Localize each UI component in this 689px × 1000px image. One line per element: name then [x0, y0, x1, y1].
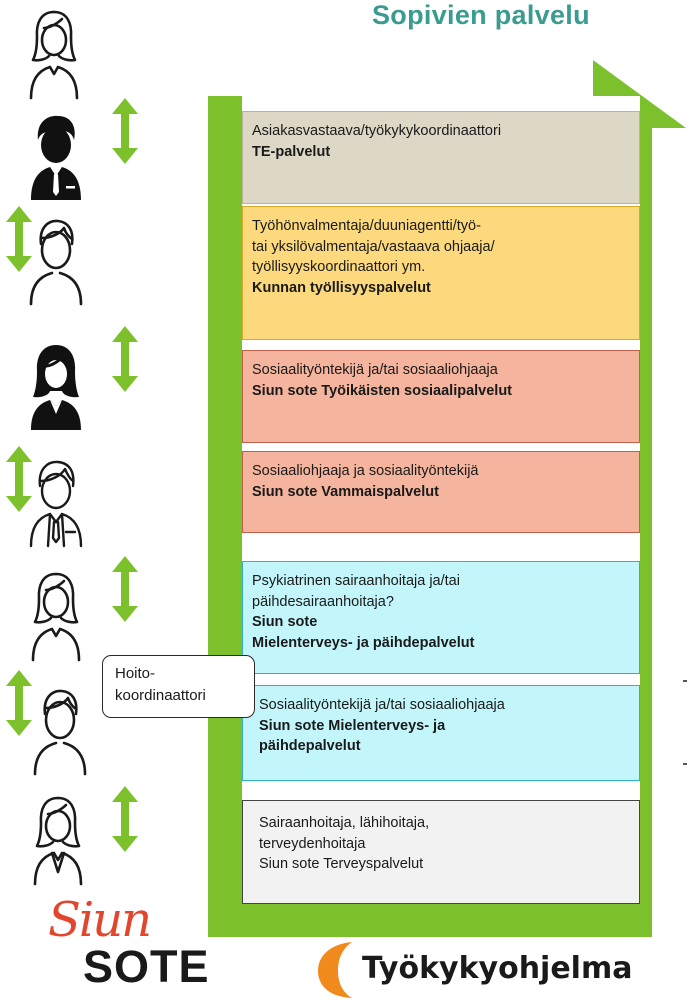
box-heading: päihdepalvelut — [259, 738, 361, 754]
woman-icon — [31, 572, 81, 662]
box-heading: TE-palvelut — [252, 143, 331, 160]
box-heading: Kunnan työllisyyspalvelut — [252, 279, 431, 296]
box-heading: Siun sote Mielenterveys- ja — [259, 717, 446, 734]
man-icon — [33, 689, 87, 776]
box-text: Työhönvalmentaja/duuniagentti/työ- — [252, 218, 481, 234]
box-text: Siun sote Terveyspalvelut — [259, 856, 424, 872]
box-text: päihdesairaanhoitaja? — [252, 593, 394, 610]
siun-logo: Siun — [48, 892, 152, 948]
edge-mark — [683, 763, 687, 765]
box-heading: Siun sote — [252, 614, 318, 630]
two-way-arrow-icon — [6, 206, 32, 272]
tyokykyohjelma-logo-mark — [318, 942, 352, 998]
sote-logo: SOTE — [83, 941, 210, 992]
two-way-arrow-icon — [6, 446, 32, 512]
box-text: Psykiatrinen sairaanhoitaja ja/tai — [252, 573, 460, 589]
edge-mark — [683, 680, 687, 682]
box-text: Asiakasvastaava/työkykykoordinaattori — [252, 123, 502, 139]
callout-text: koordinaattori — [115, 687, 206, 704]
woman-icon — [29, 10, 79, 100]
service-box-mielenterveys: Sosiaalityöntekijä ja/tai sosiaaliohjaaj… — [242, 685, 640, 781]
two-way-arrow-icon — [112, 326, 138, 392]
service-box-kunta: Työhönvalmentaja/duuniagentti/työ- tai y… — [242, 206, 640, 340]
box-heading: Siun sote Vammaispalvelut — [252, 483, 439, 500]
man-in-suit-icon — [29, 460, 83, 548]
two-way-arrow-icon — [112, 98, 138, 164]
hoitokoordinaattori-callout: Hoito- koordinaattori — [102, 655, 255, 718]
man-icon — [29, 219, 83, 306]
service-box-sosiaali: Sosiaalityöntekijä ja/tai sosiaaliohjaaj… — [242, 350, 640, 443]
service-box-te: Asiakasvastaava/työkykykoordinaattori TE… — [242, 111, 640, 204]
box-text: Sosiaaliohjaaja ja sosiaalityöntekijä — [252, 463, 479, 479]
box-text: Sosiaalityöntekijä ja/tai sosiaaliohjaaj… — [252, 362, 498, 378]
businessman-icon — [31, 115, 81, 200]
box-text: Sairaanhoitaja, lähihoitaja, — [259, 815, 430, 831]
two-way-arrow-icon — [6, 670, 32, 736]
box-text: tai yksilövalmentaja/vastaava ohjaaja/ — [252, 238, 495, 255]
woman-icon — [33, 796, 83, 886]
service-box-vammais: Sosiaaliohjaaja ja sosiaalityöntekijä Si… — [242, 451, 640, 533]
tyokykyohjelma-logo-text: Työkykyohjelma — [362, 951, 633, 986]
box-text: Sosiaalityöntekijä ja/tai sosiaaliohjaaj… — [259, 697, 505, 713]
two-way-arrow-icon — [112, 556, 138, 622]
box-text: työllisyyskoordinaattori ym. — [252, 259, 426, 275]
businesswoman-icon — [31, 345, 81, 430]
box-text: terveydenhoitaja — [259, 835, 366, 852]
box-heading: Mielenterveys- ja päihdepalvelut — [252, 634, 475, 651]
box-heading: Siun sote Työikäisten sosiaalipalvelut — [252, 382, 513, 399]
two-way-arrow-icon — [112, 786, 138, 852]
service-box-psykiatria: Psykiatrinen sairaanhoitaja ja/tai päihd… — [242, 561, 640, 674]
page-title: Sopivien palvelu — [372, 0, 590, 30]
callout-text: Hoito- — [115, 665, 156, 682]
service-box-terveys: Sairaanhoitaja, lähihoitaja, terveydenho… — [242, 800, 640, 904]
